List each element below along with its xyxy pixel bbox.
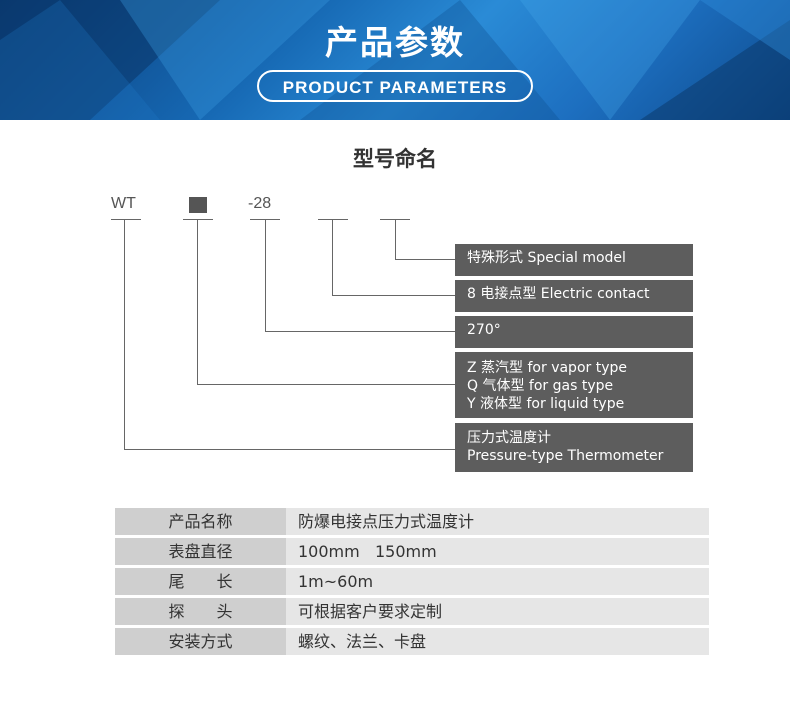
desc-thermometer: 压力式温度计 Pressure-type Thermometer (455, 423, 693, 472)
bar-8 (318, 219, 348, 220)
bar-type (183, 219, 213, 220)
row-value: 可根据客户要求定制 (298, 602, 443, 621)
desc-medium-type: Z 蒸汽型 for vapor type Q 气体型 for gas type … (455, 352, 693, 418)
row-value: 100mm 150mm (298, 542, 437, 561)
table-row: 表盘直径 100mm 150mm (115, 538, 709, 565)
table-row: 安装方式 螺纹、法兰、卡盘 (115, 628, 709, 655)
leader-wt-v (124, 219, 125, 450)
leader-wt-h (124, 449, 455, 450)
row-key: 安装方式 (115, 628, 286, 655)
desc-special-model: 特殊形式 Special model (455, 244, 693, 276)
leader-8-v (332, 219, 333, 296)
desc-line: 270° (467, 322, 501, 338)
row-value: 防爆电接点压力式温度计 (298, 512, 475, 531)
leader-special-h (395, 259, 455, 260)
table-row: 探 头 可根据客户要求定制 (115, 598, 709, 625)
row-key: 表盘直径 (115, 538, 286, 565)
banner-subtitle: PRODUCT PARAMETERS (282, 78, 508, 97)
row-value: 螺纹、法兰、卡盘 (298, 632, 427, 651)
desc-angle: 270° (455, 316, 693, 348)
banner-title: 产品参数 (325, 23, 465, 62)
leader-special-v (395, 219, 396, 260)
leader-28-v (265, 219, 266, 332)
bar-wt (111, 219, 141, 220)
desc-line: Y 液体型 for liquid type (467, 396, 625, 412)
leader-type-h (197, 384, 455, 385)
row-key: 探 头 (115, 598, 286, 625)
code-prefix: WT (111, 195, 136, 212)
parameters-table: 产品名称 防爆电接点压力式温度计 表盘直径 100mm 150mm 尾 长 1m… (115, 508, 709, 658)
code-suffix: -28 (248, 195, 272, 212)
header-banner: 产品参数 PRODUCT PARAMETERS (0, 0, 790, 120)
desc-electric-contact: 8 电接点型 Electric contact (455, 280, 693, 312)
leader-28-h (265, 331, 455, 332)
section-title: 型号命名 (353, 147, 437, 171)
banner-geometric-background (0, 0, 790, 120)
desc-line: Q 气体型 for gas type (467, 378, 614, 394)
code-type-box (189, 197, 207, 213)
desc-line: Pressure-type Thermometer (467, 448, 664, 464)
desc-line: 压力式温度计 (467, 430, 551, 446)
table-row: 尾 长 1m~60m (115, 568, 709, 595)
row-key: 尾 长 (115, 568, 286, 595)
banner-subtitle-pill (257, 70, 533, 102)
row-key: 产品名称 (115, 508, 286, 535)
leader-type-v (197, 219, 198, 385)
table-row: 产品名称 防爆电接点压力式温度计 (115, 508, 709, 535)
desc-line: 特殊形式 Special model (467, 250, 626, 266)
desc-line: Z 蒸汽型 for vapor type (467, 360, 627, 376)
desc-line: 8 电接点型 Electric contact (467, 286, 650, 302)
row-value: 1m~60m (298, 572, 374, 591)
leader-8-h (332, 295, 455, 296)
